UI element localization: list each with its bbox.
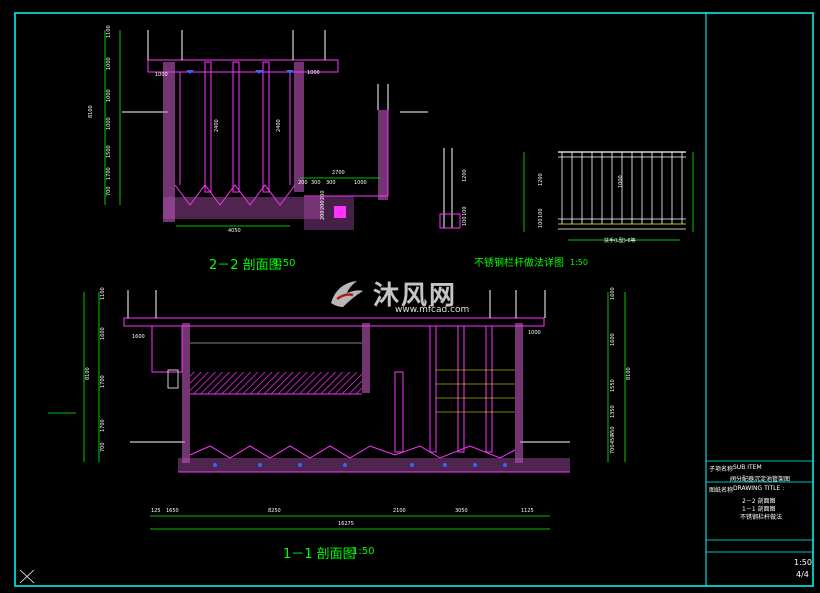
dim-11-right-3: 1350	[610, 405, 616, 418]
dim-22-left-total: 8100	[88, 105, 94, 118]
dim-11-bottom-2: 8250	[268, 508, 281, 514]
dim-railing-left-1: 100	[462, 206, 468, 216]
dim-22-left-2: 1000	[106, 89, 112, 102]
dim-22-left-5: 1700	[106, 167, 112, 180]
tb-drawing-label-en: DRAWING TITLE :	[733, 485, 785, 492]
dim-11-bottom-total: 16275	[338, 521, 354, 527]
tb-scale: 1:50	[794, 558, 812, 567]
dim-11-right-5: 450	[610, 434, 616, 444]
dim-22-left-6: 700	[106, 186, 112, 196]
dim-railing-right-0: 1200	[538, 173, 544, 186]
dim-11-left-3: 1700	[100, 419, 106, 432]
tb-drawing-title-1: 2－2 剖面图	[742, 498, 776, 505]
tb-project-label-en: SUB ITEM	[733, 464, 762, 471]
dim-22-inner-0: 2400	[214, 119, 220, 132]
section-11-drawing	[48, 290, 626, 530]
dim-11-bottom-4: 3050	[455, 508, 468, 514]
tb-drawing-title-2: 1－1 剖面图	[742, 506, 776, 513]
tb-sheet-number: 4/4	[796, 570, 809, 579]
dim-11-top-right: 1000	[528, 330, 541, 336]
dim-22-right-1: 200	[298, 180, 308, 186]
watermark-logo: 沐风网	[327, 275, 457, 312]
dim-11-left-total: 8100	[85, 367, 91, 380]
dim-11-bottom-1: 1650	[166, 508, 179, 514]
dim-22-small-2: 200	[320, 210, 326, 220]
section-22-drawing	[104, 30, 428, 230]
dim-22-left-3: 1000	[106, 117, 112, 130]
dim-11-right-6: 700	[610, 444, 616, 454]
watermark-brand: 沐风网	[373, 281, 458, 311]
dim-22-top-0: 1000	[155, 72, 168, 78]
dim-11-left-0: 1100	[100, 287, 106, 300]
dim-11-bottom-0: 125	[151, 508, 161, 514]
dim-11-right-1: 1600	[610, 333, 616, 346]
dim-22-top-1: 1000	[307, 70, 320, 76]
dim-railing-note: 扶手(L型)-6等	[604, 238, 636, 244]
ucs-axis-icon	[19, 569, 35, 584]
dim-11-right-2: 1550	[610, 379, 616, 392]
dim-railing-right-1: 100	[538, 208, 544, 218]
dim-11-left-2: 1700	[100, 375, 106, 388]
dim-11-left-4: 700	[100, 442, 106, 452]
dim-11-bottom-3: 2100	[393, 508, 406, 514]
dim-railing-center: 1000	[618, 175, 624, 188]
section-22-title: 2－2 剖面图	[209, 258, 282, 273]
dim-11-right-total: 8100	[626, 367, 632, 380]
dim-22-small-1: 200	[320, 200, 326, 210]
dim-22-bottom: 4050	[228, 228, 241, 234]
section-11-scale: 1:50	[352, 546, 375, 557]
tb-drawing-title-3: 不锈钢栏杆做法	[740, 514, 783, 521]
watermark-url: www.mfcad.com	[395, 305, 470, 315]
dim-22-right-2: 300	[311, 180, 321, 186]
dim-22-small-0: 200	[320, 190, 326, 200]
section-22-scale: 1:50	[273, 258, 296, 269]
tb-drawing-label: 图纸名称	[709, 487, 734, 494]
railing-detail-drawing	[439, 148, 694, 241]
railing-title: 不锈钢栏杆做法详图	[474, 258, 564, 269]
sheet-border	[14, 12, 814, 587]
dim-railing-right-2: 100	[538, 218, 544, 228]
dim-22-right-0: 2700	[332, 170, 345, 176]
dim-11-top-left: 1600	[132, 334, 145, 340]
dim-11-left-1: 1600	[100, 327, 106, 340]
brand-logo-icon	[331, 280, 363, 307]
dim-22-left-1: 1000	[106, 57, 112, 70]
railing-scale: 1:50	[570, 258, 588, 267]
tb-project-name: 阀分配器沉淀池管架图	[730, 476, 791, 483]
dim-11-bottom-5: 1125	[521, 508, 534, 514]
section-11-title: 1－1 剖面图	[283, 547, 356, 562]
dim-22-left-4: 1500	[106, 145, 112, 158]
dim-railing-left-2: 100	[462, 216, 468, 226]
dim-22-right-3: 300	[326, 180, 336, 186]
dim-22-inner-1: 2400	[276, 119, 282, 132]
dim-11-right-0: 1600	[610, 287, 616, 300]
dim-22-left-0: 1100	[106, 25, 112, 38]
dim-22-right-4: 1000	[354, 180, 367, 186]
dim-railing-left-0: 1200	[462, 169, 468, 182]
tb-project-label: 子项名称	[709, 466, 734, 473]
